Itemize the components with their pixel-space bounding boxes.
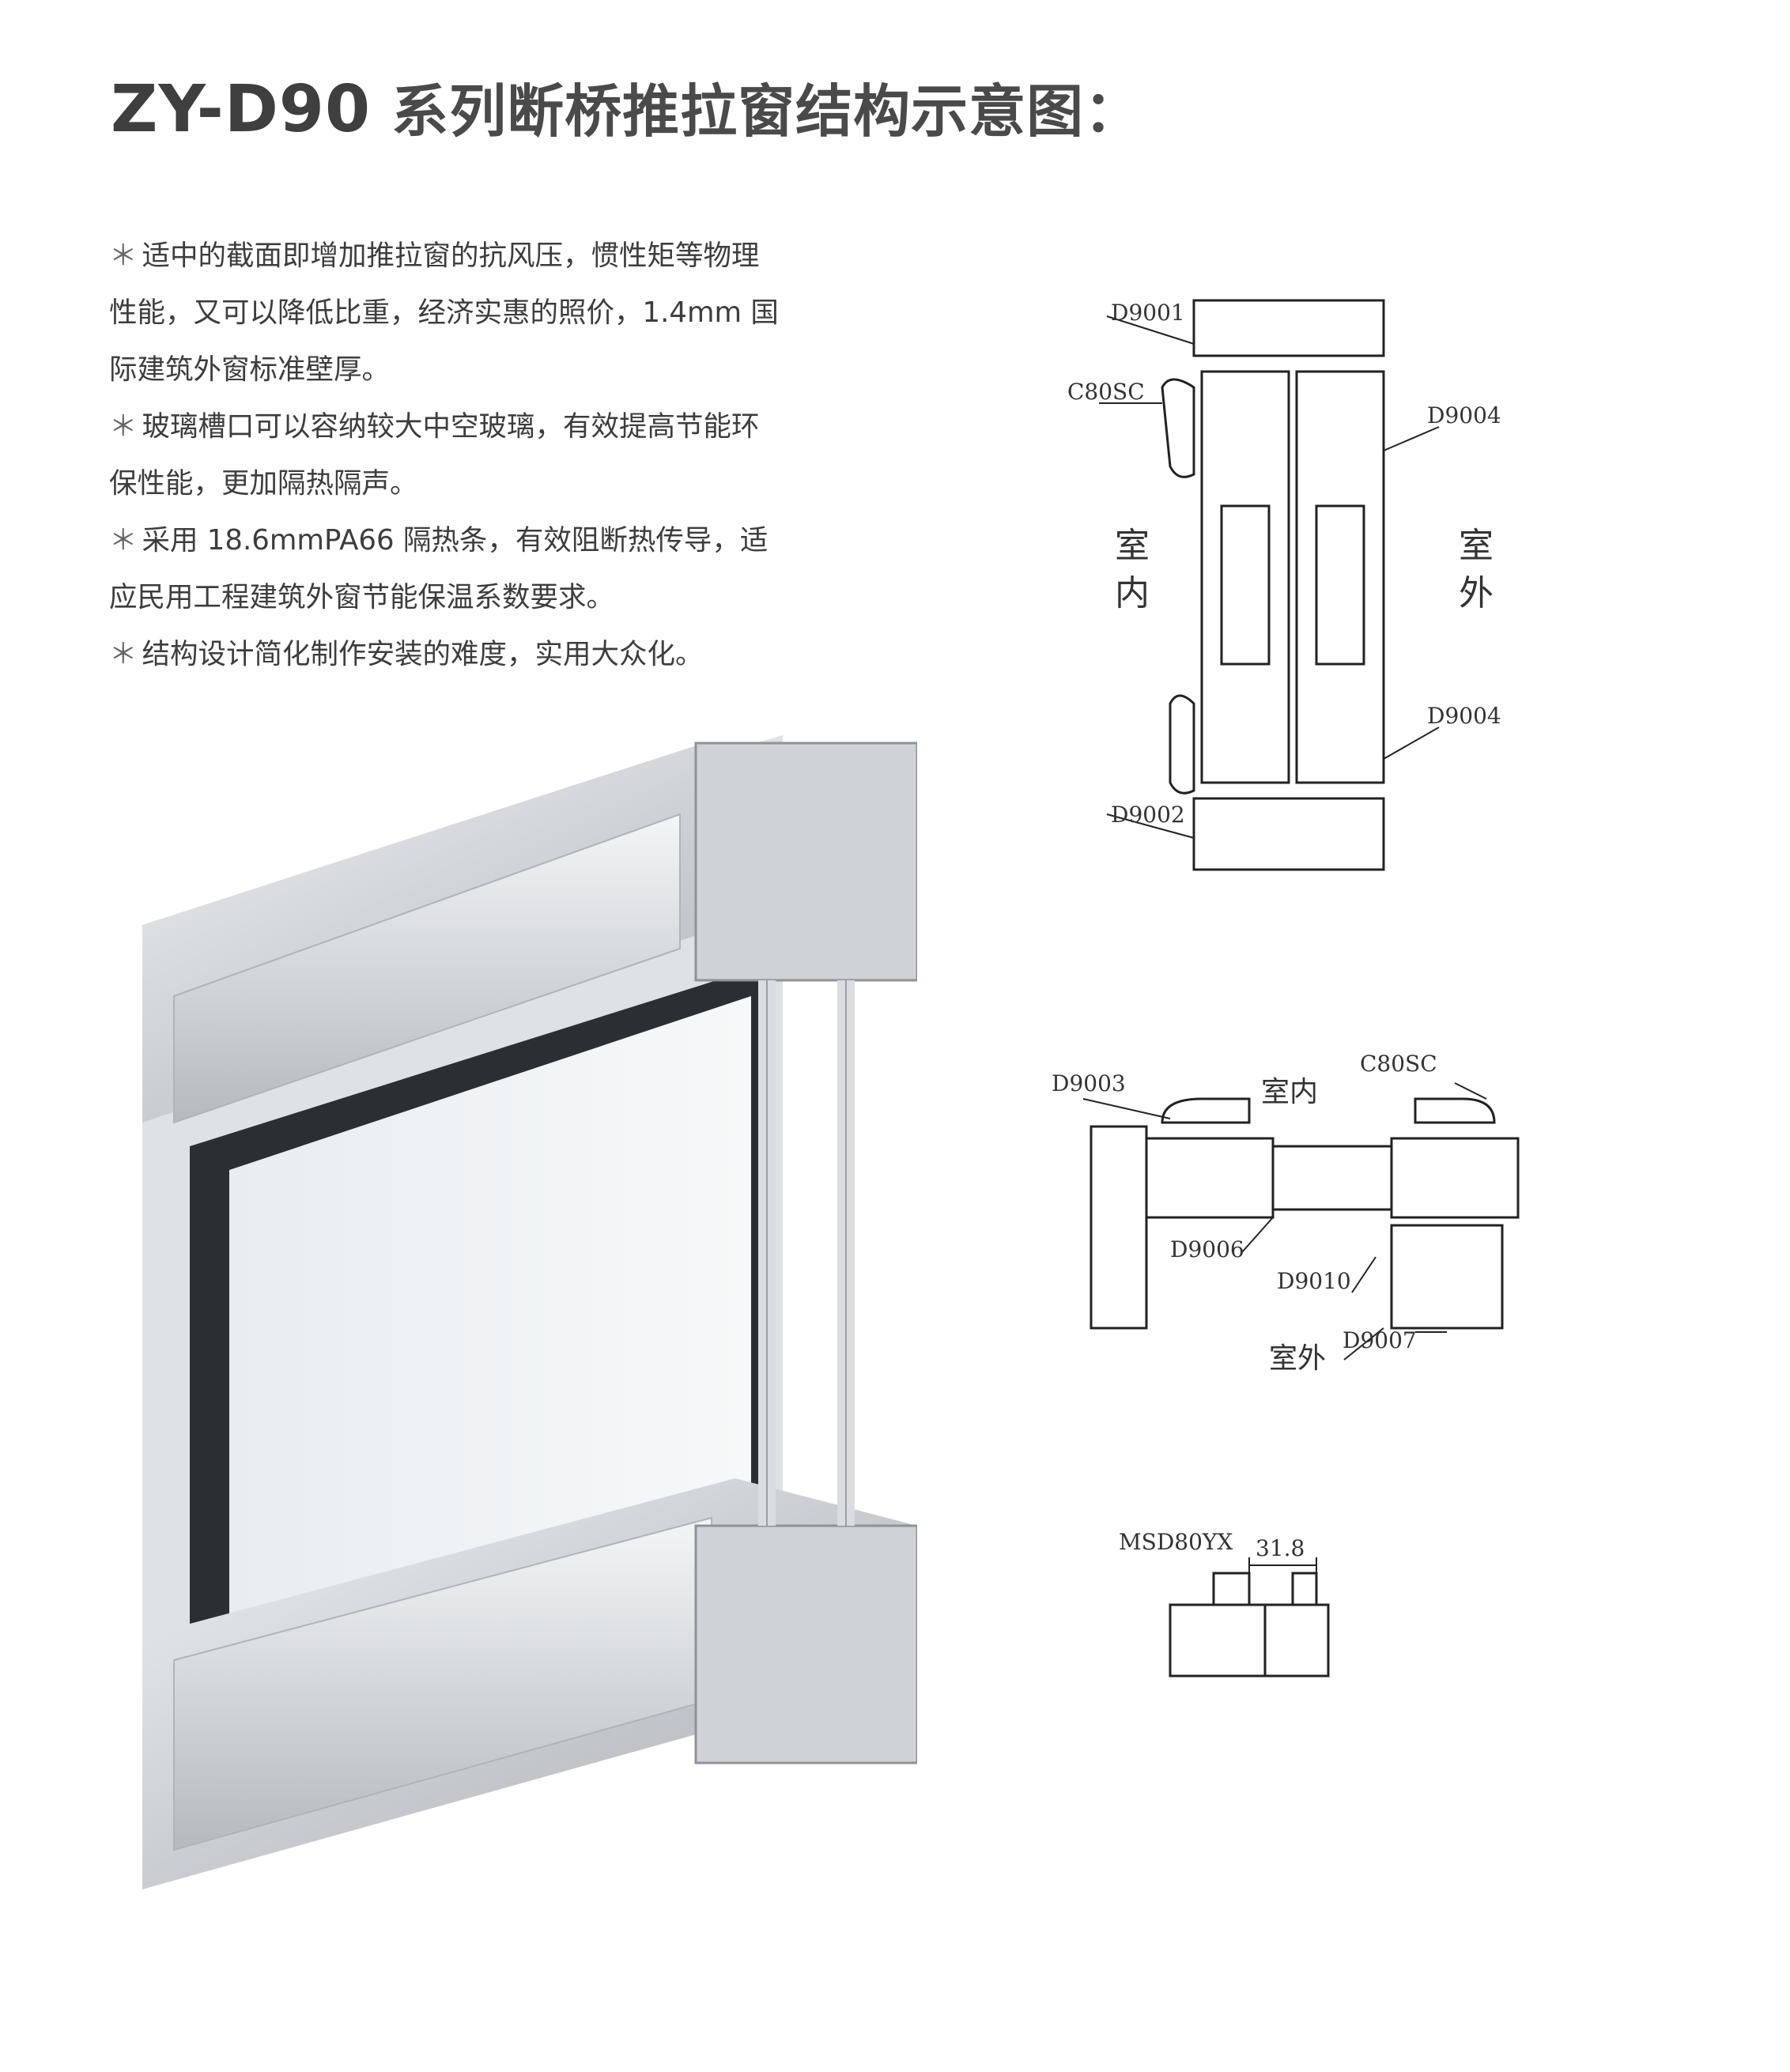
feature-list: ＊适中的截面即增加推拉窗的抗风压，惯性矩等物理 性能，又可以降低比重，经济实惠的… bbox=[109, 228, 884, 683]
outdoor-label: 室 bbox=[1459, 526, 1494, 566]
star-bullet: ＊ bbox=[109, 638, 138, 670]
label-d9002: D9002 bbox=[1111, 802, 1185, 828]
label-c80sc: C80SC bbox=[1067, 379, 1145, 405]
label-d9004-top: D9004 bbox=[1427, 402, 1501, 428]
svg-text:外: 外 bbox=[1459, 573, 1494, 613]
star-bullet: ＊ bbox=[109, 410, 138, 443]
indoor-label: 室 bbox=[1115, 526, 1150, 566]
label-msd80yx: MSD80YX bbox=[1119, 1529, 1233, 1555]
dimension-label: 31.8 bbox=[1256, 1535, 1305, 1561]
horizontal-section-diagram: D9003 C80SC D9006 D9010 D9007 室内 室外 bbox=[1052, 1051, 1520, 1375]
title-text: 系列断桥推拉窗结构示意图： bbox=[371, 78, 1142, 145]
vertical-section-diagram: D9001 C80SC D9004 D9004 D9002 室 内 室 外 bbox=[1067, 299, 1501, 871]
feature-line: 际建筑外窗标准壁厚。 bbox=[109, 353, 391, 386]
window-profile-illustration bbox=[142, 735, 917, 1889]
feature-line: ＊适中的截面即增加推拉窗的抗风压，惯性矩等物理 bbox=[109, 240, 760, 272]
label-c80sc: C80SC bbox=[1360, 1051, 1437, 1077]
label-d9010: D9010 bbox=[1277, 1268, 1351, 1294]
feature-line: 应民用工程建筑外窗节能保温系数要求。 bbox=[109, 581, 615, 613]
svg-text:内: 内 bbox=[1115, 573, 1150, 613]
feature-line: ＊采用 18.6mmPA66 隔热条，有效阻断热传导，适 bbox=[109, 524, 768, 557]
feature-line: ＊玻璃槽口可以容纳较大中空玻璃，有效提高节能环 bbox=[109, 410, 760, 443]
label-d9007: D9007 bbox=[1342, 1327, 1417, 1353]
label-d9004-bottom: D9004 bbox=[1427, 703, 1501, 729]
outdoor-label: 室外 bbox=[1269, 1342, 1326, 1375]
label-d9003: D9003 bbox=[1052, 1070, 1126, 1096]
indoor-label: 室内 bbox=[1261, 1076, 1318, 1108]
star-bullet: ＊ bbox=[109, 524, 138, 557]
page-title: ZY-D90 系列断桥推拉窗结构示意图： bbox=[111, 65, 1142, 147]
label-d9006: D9006 bbox=[1170, 1236, 1244, 1262]
star-bullet: ＊ bbox=[109, 240, 138, 272]
msd80yx-profile-diagram: MSD80YX 31.8 bbox=[1119, 1529, 1330, 1678]
product-code: ZY-D90 bbox=[111, 72, 371, 147]
feature-line: 性能，又可以降低比重，经济实惠的照价，1.4mm 国 bbox=[109, 296, 779, 329]
feature-line: 保性能，更加隔热隔声。 bbox=[109, 467, 418, 500]
feature-line: ＊结构设计简化制作安装的难度，实用大众化。 bbox=[109, 638, 704, 670]
label-d9001: D9001 bbox=[1111, 300, 1185, 326]
